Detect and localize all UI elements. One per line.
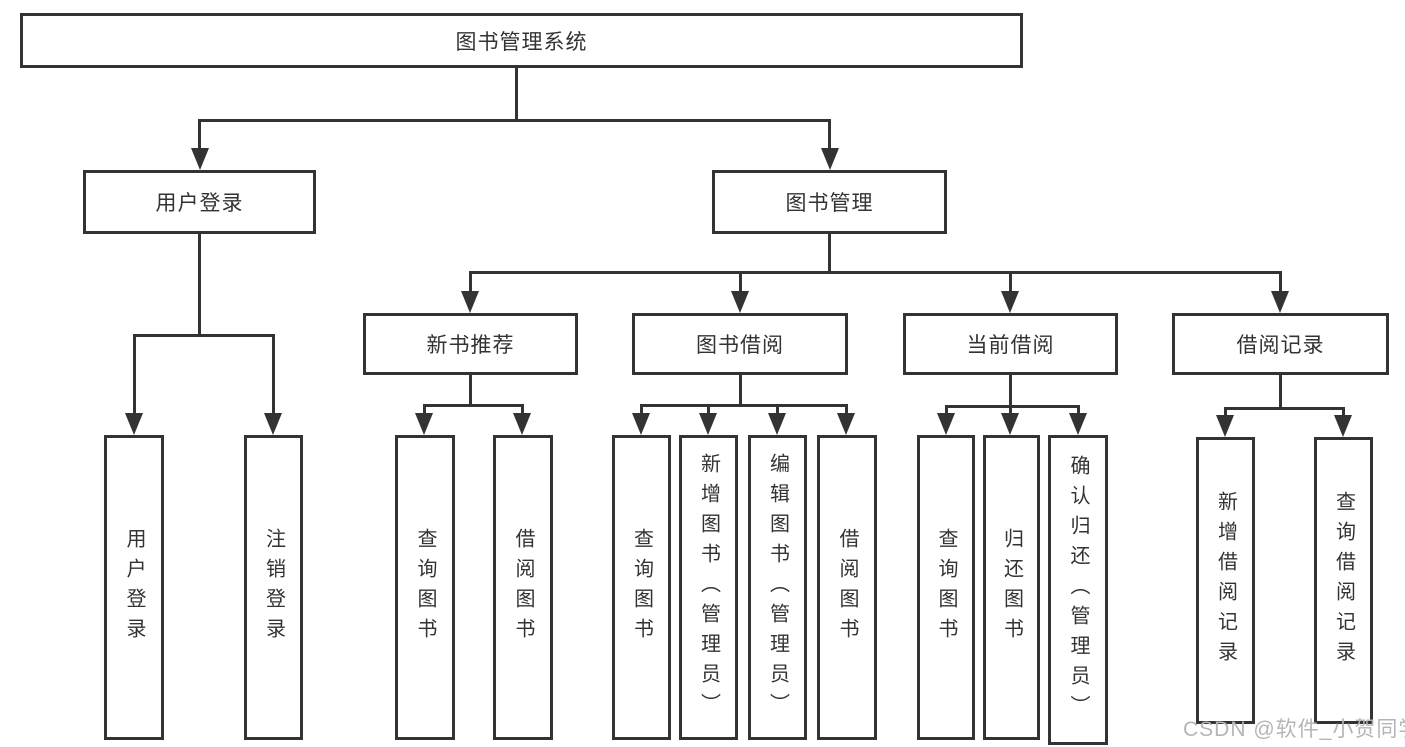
arrow-down-icon [1001, 413, 1019, 435]
arrow-down-icon [264, 413, 282, 435]
node-current-borrow: 当前借阅 [903, 313, 1118, 375]
connector-line [1224, 407, 1227, 418]
node-leaf-add-borrow-record: 新增借阅记录 [1196, 437, 1255, 724]
node-book-borrow: 图书借阅 [632, 313, 848, 375]
connector-line [739, 375, 742, 407]
node-book-management: 图书管理 [712, 170, 947, 234]
leaf-label: 编辑图书（管理员） [766, 452, 789, 723]
connector-line [707, 404, 710, 416]
connector-line [1342, 407, 1345, 418]
connector-line [423, 404, 524, 407]
connector-line [828, 119, 831, 152]
arrow-down-icon [837, 413, 855, 435]
leaf-label: 用户登录 [123, 527, 145, 648]
connector-line [776, 404, 779, 416]
connector-line [272, 334, 275, 416]
node-leaf-logout: 注销登录 [244, 435, 303, 740]
connector-line [1279, 271, 1282, 295]
leaf-label: 查询图书 [630, 527, 653, 648]
connector-line [198, 119, 831, 122]
node-leaf-user-login: 用户登录 [104, 435, 164, 740]
node-leaf-query-books-1: 查询图书 [395, 435, 455, 740]
connector-line [198, 119, 201, 152]
connector-line [828, 234, 831, 274]
arrow-down-icon [1001, 291, 1019, 313]
arrow-down-icon [191, 148, 209, 170]
connector-line [1224, 407, 1345, 410]
arrow-down-icon [632, 413, 650, 435]
connector-line [739, 271, 742, 295]
leaf-label: 注销登录 [262, 527, 285, 648]
leaf-label: 查询借阅记录 [1332, 490, 1355, 671]
node-leaf-confirm-return-admin: 确认归还（管理员） [1048, 435, 1108, 745]
arrow-down-icon [731, 291, 749, 313]
connector-line [640, 404, 643, 416]
arrow-down-icon [461, 291, 479, 313]
connector-line [1279, 375, 1282, 410]
connector-line [423, 404, 426, 416]
connector-line [640, 404, 847, 407]
connector-line [469, 271, 1282, 274]
connector-line [1009, 271, 1012, 295]
node-leaf-borrow-books-2: 借阅图书 [817, 435, 877, 740]
arrow-down-icon [768, 413, 786, 435]
leaf-label: 借阅图书 [512, 527, 534, 648]
node-leaf-query-books-2: 查询图书 [612, 435, 671, 740]
node-leaf-return-book: 归还图书 [983, 435, 1040, 740]
connector-line [945, 405, 948, 416]
node-leaf-query-borrow-record: 查询借阅记录 [1314, 437, 1373, 724]
arrow-down-icon [1334, 415, 1352, 437]
connector-line [845, 404, 848, 416]
leaf-label: 新增借阅记录 [1214, 490, 1237, 671]
arrow-down-icon [937, 413, 955, 435]
node-leaf-add-book-admin: 新增图书（管理员） [679, 435, 738, 740]
arrow-down-icon [1216, 415, 1234, 437]
connector-line [521, 404, 524, 416]
node-leaf-borrow-books-1: 借阅图书 [493, 435, 553, 740]
leaf-label: 查询图书 [414, 527, 436, 648]
node-leaf-edit-book-admin: 编辑图书（管理员） [748, 435, 807, 740]
connector-line [945, 405, 1080, 408]
leaf-label: 借阅图书 [836, 527, 858, 648]
arrow-down-icon [513, 413, 531, 435]
node-root: 图书管理系统 [20, 13, 1023, 68]
connector-line [1077, 405, 1080, 416]
arrow-down-icon [1069, 413, 1087, 435]
csdn-watermark: CSDN @软件_小贺同学 [1183, 718, 1405, 741]
connector-line [1009, 375, 1012, 408]
arrow-down-icon [699, 413, 717, 435]
connector-line [133, 334, 136, 416]
connector-line [469, 375, 472, 407]
leaf-label: 确认归还（管理员） [1067, 455, 1089, 725]
node-leaf-query-books-3: 查询图书 [917, 435, 975, 740]
leaf-label: 查询图书 [935, 527, 957, 648]
connector-line [1009, 405, 1012, 416]
arrow-down-icon [125, 413, 143, 435]
connector-line [198, 234, 201, 337]
node-user-login: 用户登录 [83, 170, 316, 234]
connector-line [515, 68, 518, 122]
node-borrow-records: 借阅记录 [1172, 313, 1389, 375]
arrow-down-icon [821, 148, 839, 170]
node-new-book-recommend: 新书推荐 [363, 313, 578, 375]
leaf-label: 新增图书（管理员） [697, 452, 720, 723]
leaf-label: 归还图书 [1000, 527, 1023, 648]
arrow-down-icon [1271, 291, 1289, 313]
arrow-down-icon [415, 413, 433, 435]
connector-line [469, 271, 472, 295]
connector-line [133, 334, 275, 337]
